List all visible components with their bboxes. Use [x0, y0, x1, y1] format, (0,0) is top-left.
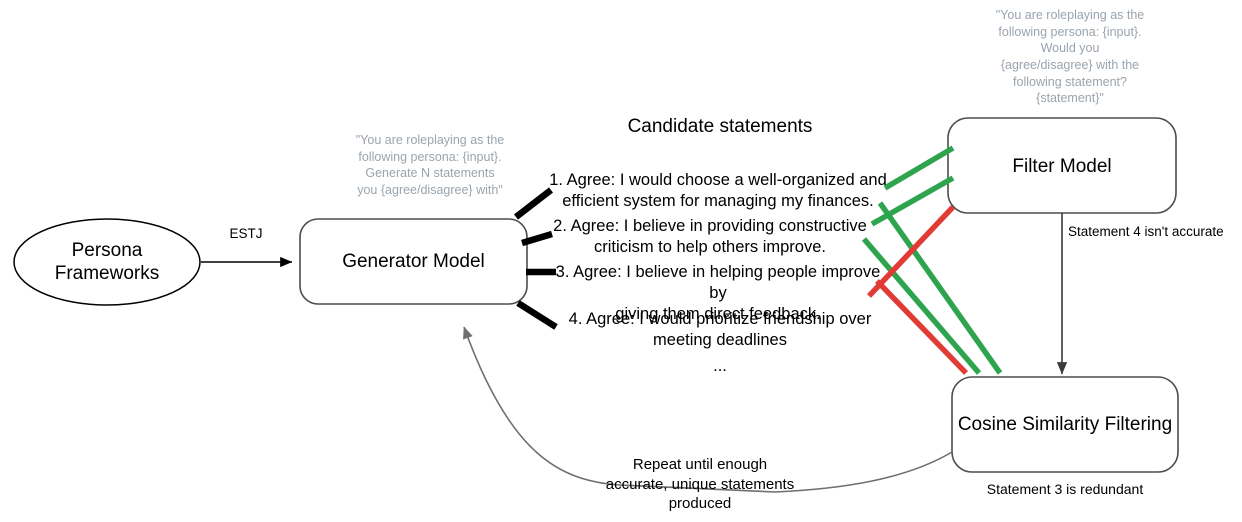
edge-label-repeat-loop: Repeat until enough accurate, unique sta… [605, 456, 795, 512]
spoke-statement-4 [516, 300, 558, 330]
candidate-statements-heading: Candidate statements [627, 116, 813, 137]
generator-prompt-text: "You are roleplaying as the following pe… [355, 133, 505, 197]
cosine-similarity-shape [951, 376, 1179, 473]
generator-model-label: Generator Model [342, 251, 485, 272]
cosine-similarity-label: Cosine Similarity Filtering [957, 414, 1173, 435]
generator-model-shape [299, 218, 528, 305]
candidate-statement-1: 1. Agree: I would choose a well-organize… [549, 171, 887, 210]
spoke-statement-2 [521, 230, 553, 247]
persona-frameworks-shape [13, 218, 201, 306]
candidate-statement-4: 4. Agree: I would prioritize friendship … [568, 310, 872, 349]
accept-line-2 [870, 175, 955, 227]
filter-prompt-text: "You are roleplaying as the following pe… [995, 8, 1145, 106]
candidate-statements-ellipsis: ... [713, 357, 727, 375]
accept-line-3 [877, 201, 1003, 375]
persona-frameworks-label: Persona Frameworks [54, 240, 160, 285]
filter-model-label: Filter Model [1012, 156, 1112, 177]
edge-label-statement-4-inaccurate: Statement 4 isn't accurate [1068, 224, 1224, 239]
accept-line-4 [861, 237, 982, 375]
candidate-statement-2: 2. Agree: I believe in providing constru… [553, 217, 867, 256]
cosine-similarity-caption: Statement 3 is redundant [986, 481, 1144, 497]
accept-line-1 [883, 145, 955, 191]
edge-cosine-to-generator [463, 326, 953, 493]
edge-label-estj: ESTJ [229, 226, 263, 241]
candidate-statement-3: 3. Agree: I believe in helping people im… [555, 263, 881, 323]
spoke-statement-1 [514, 187, 553, 220]
reject-line-cosine [875, 279, 968, 375]
reject-line-filter [867, 205, 955, 298]
